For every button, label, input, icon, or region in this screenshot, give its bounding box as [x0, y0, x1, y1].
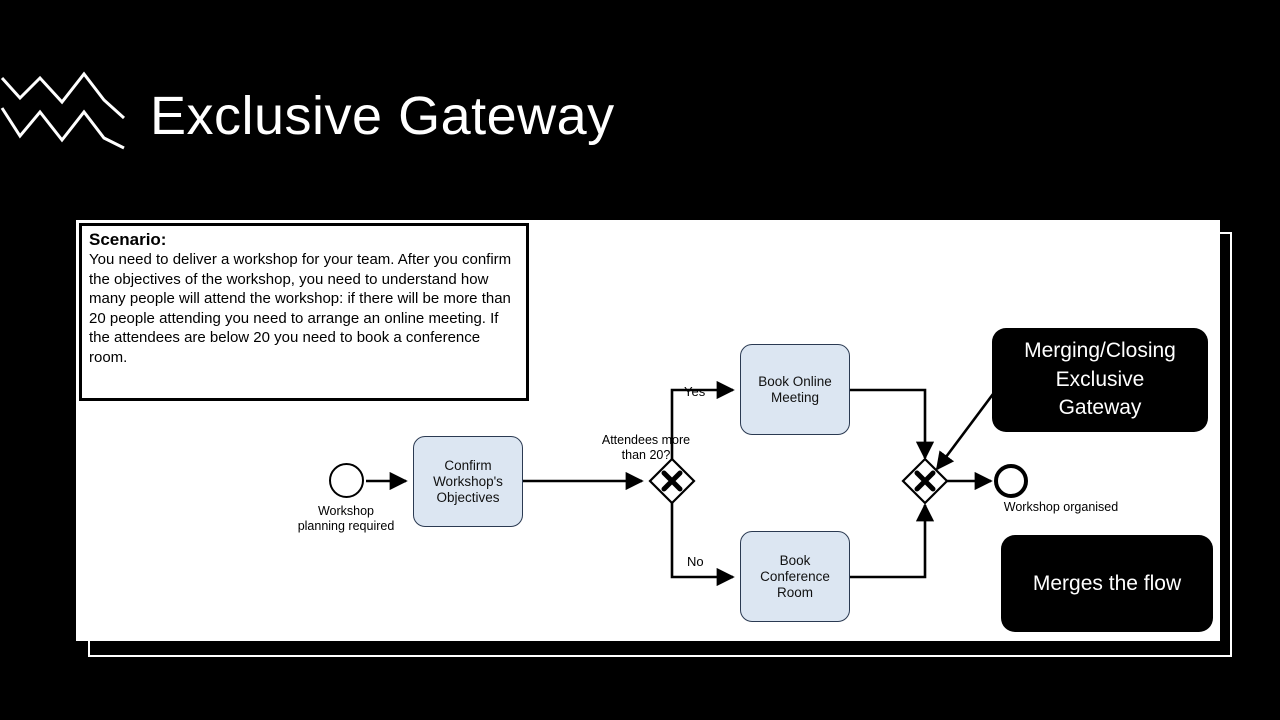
- callout-merging-line1: Merging/Closing: [1024, 339, 1176, 363]
- content-panel: Scenario: You need to deliver a workshop…: [76, 220, 1220, 641]
- start-event: [329, 463, 364, 498]
- task-book-online-meeting[interactable]: Book Online Meeting: [740, 344, 850, 435]
- task-conference-line3: Room: [776, 584, 813, 600]
- start-event-label-line2: planning required: [297, 518, 395, 533]
- task-confirm-line3: Objectives: [436, 489, 500, 505]
- callout-merging-closing-exclusive-gateway: Merging/Closing Exclusive Gateway: [992, 328, 1208, 432]
- gateway-split-label-line1: Attendees more: [601, 433, 691, 447]
- gateway-split-label: Attendees more than 20?: [556, 433, 736, 462]
- scenario-box: Scenario: You need to deliver a workshop…: [79, 223, 529, 401]
- start-event-label-line1: Workshop: [317, 504, 375, 518]
- end-event: [994, 464, 1028, 498]
- task-confirm-line2: Workshop's: [433, 473, 503, 489]
- zigzag-chevron-logo: [0, 71, 126, 150]
- end-event-label: Workshop organised: [1003, 500, 1119, 514]
- page-title: Exclusive Gateway: [150, 86, 615, 146]
- scenario-heading: Scenario:: [89, 230, 167, 249]
- callout-merging-line2: Exclusive: [1055, 367, 1145, 391]
- callout-merges-line1: Merges the flow: [1032, 571, 1182, 595]
- gateway-split-label-line2: than 20?: [621, 447, 671, 462]
- scenario-body: You need to deliver a workshop for your …: [89, 251, 512, 366]
- task-conference-line1: Book: [779, 552, 811, 568]
- task-confirm-line1: Confirm: [444, 457, 492, 473]
- task-book-conference-room[interactable]: Book Conference Room: [740, 531, 850, 622]
- callout-merges-the-flow: Merges the flow: [1001, 535, 1213, 632]
- callout-merging-line3: Gateway: [1058, 396, 1142, 420]
- task-confirm-workshops-objectives[interactable]: Confirm Workshop's Objectives: [413, 436, 523, 527]
- bpmn-connectors: [366, 369, 1013, 587]
- start-event-label: Workshop planning required: [271, 504, 421, 533]
- task-online-line2: Meeting: [770, 389, 819, 405]
- flow-label-no: No: [687, 554, 704, 569]
- flow-label-yes: Yes: [684, 384, 706, 399]
- task-conference-line2: Conference: [760, 568, 830, 584]
- task-online-line1: Book Online: [758, 373, 832, 389]
